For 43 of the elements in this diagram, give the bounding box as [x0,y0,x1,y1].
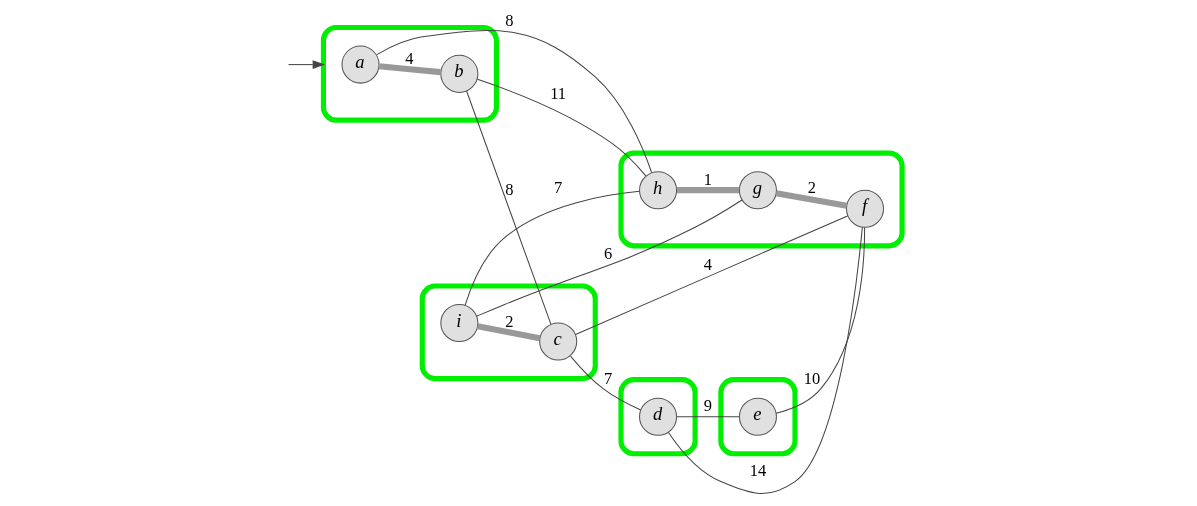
node-circle: i [439,303,478,342]
cluster [320,24,499,123]
connector [475,199,743,317]
node-circle: d [638,397,677,436]
connector [667,226,863,494]
node-circle: b [439,54,478,93]
edge-label: 2 [807,177,816,197]
connector [574,214,848,335]
edge-label: 4 [404,48,414,68]
node-circle: h [638,170,677,209]
connector [775,226,865,414]
edge-label: 14 [749,460,766,480]
connector [375,29,652,173]
connector [465,90,551,325]
edge-label: 7 [553,177,562,197]
connector [476,322,540,341]
edge-label: 11 [549,83,566,103]
connector [569,355,641,411]
edge-label: 8 [504,179,513,199]
edge-label: 7 [603,368,612,388]
node-circle: c [538,322,577,361]
connector [775,189,847,209]
cluster [717,376,798,456]
edge-label: 10 [803,368,820,388]
node-circle: a [340,45,380,84]
cluster [419,282,598,381]
edge-label: 8 [504,10,513,30]
edge-label: 9 [703,395,712,415]
connector [676,415,740,417]
node-circle: g [738,170,777,209]
cluster [617,150,905,248]
edge-label: 1 [703,169,712,189]
edge-label: 6 [603,243,612,263]
connector [676,186,739,193]
node-circle: f [845,189,884,228]
edge-label: 2 [504,311,513,331]
connector [476,78,646,176]
node-circle: e [738,397,777,436]
connector [378,62,441,75]
connector [464,190,640,306]
edge-label: 4 [703,254,712,274]
cluster [617,376,698,456]
arrow [287,59,325,69]
